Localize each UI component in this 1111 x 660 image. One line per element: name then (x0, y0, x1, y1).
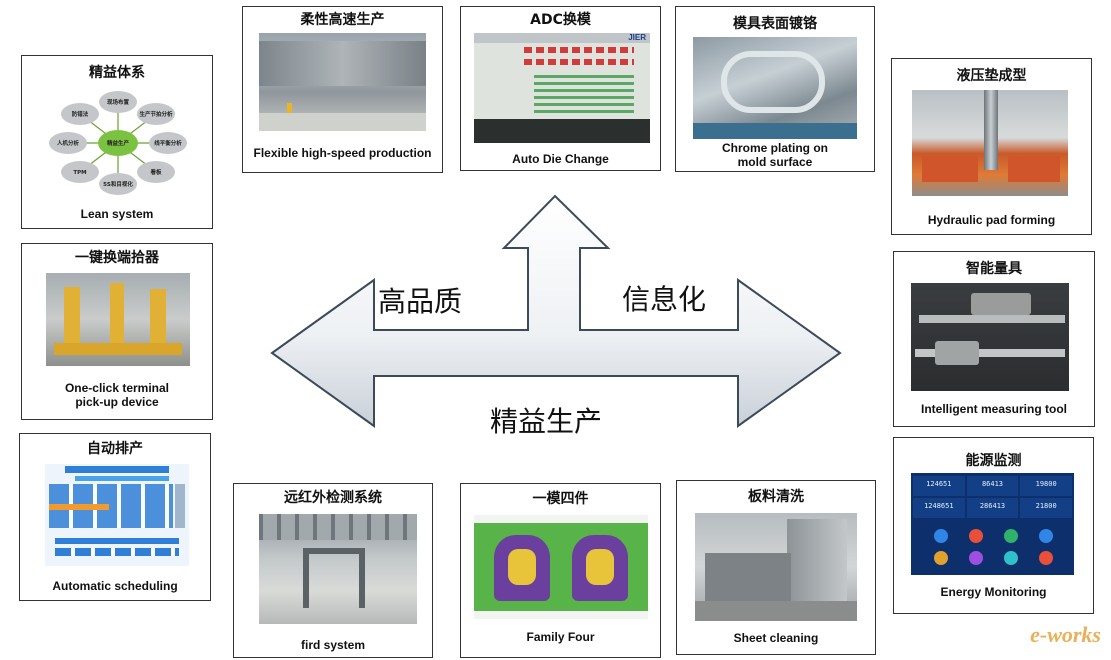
card-title-zh: 柔性高速生产 (300, 12, 385, 28)
card-title-en: Automatic scheduling (52, 579, 178, 593)
card-title-en: Auto Die Change (512, 152, 609, 166)
inspection-photo (259, 514, 417, 624)
card-title-zh: 远红外检测系统 (284, 490, 382, 506)
lean-diagram: 精益生产 现场布置 生产节拍分析 线平衡分析 看板 5S和目视化 TPM 人机分… (49, 91, 187, 195)
card-automatic-scheduling: 自动排产 Automatic scheduling (19, 433, 211, 601)
dashboard-icon (933, 529, 948, 543)
energy-readout: 19800 (1020, 476, 1072, 496)
screen-brand: JIER (628, 33, 646, 42)
dashboard-icon (1003, 551, 1018, 565)
dashboard-icon (1003, 529, 1018, 543)
card-title-zh: 板料清洗 (748, 489, 804, 505)
card-title-en: Lean system (80, 207, 154, 221)
energy-readout: 21800 (1020, 498, 1072, 518)
label-informatization: 信息化 (622, 283, 707, 316)
card-title-zh: ADC换模 (530, 12, 591, 28)
card-title-en: fird system (300, 638, 366, 652)
lean-node: 生产节拍分析 (139, 110, 173, 118)
dashboard-icon (968, 551, 983, 565)
energy-dashboard: 124651 86413 19800 1248651 286413 21800 (911, 473, 1074, 575)
card-title-en: Hydraulic pad forming (927, 213, 1056, 227)
card-lean-system: 精益体系 精益生产 现场布置 生产节拍分析 线平衡分析 看板 5S和目视化 TP… (21, 55, 213, 229)
lean-node: 防错法 (72, 110, 89, 118)
cleaning-machine-photo (695, 513, 857, 621)
card-sheet-cleaning: 板料清洗 Sheet cleaning (676, 480, 876, 655)
energy-readout: 86413 (966, 476, 1019, 496)
dashboard-icon (1038, 529, 1053, 543)
lean-node: 现场布置 (107, 98, 130, 106)
card-title-zh: 智能量具 (966, 261, 1022, 277)
dashboard-icon (968, 529, 983, 543)
card-fird-system: 远红外检测系统 fird system (233, 483, 433, 658)
dashboard-icon (933, 551, 948, 565)
card-title-zh: 一模四件 (532, 491, 589, 507)
factory-press-photo (259, 33, 426, 131)
card-energy-monitoring: 能源监测 124651 86413 19800 1248651 286413 2… (893, 437, 1094, 614)
hydraulic-photo (912, 90, 1068, 196)
card-family-four: 一模四件 Family Four (460, 483, 661, 658)
label-lean-production: 精益生产 (490, 405, 603, 438)
card-title-zh: 一键换端拾器 (75, 250, 159, 266)
card-title-zh: 能源监测 (965, 453, 1022, 469)
arrow-shape (270, 194, 842, 428)
card-title-en-line2: pick-up device (75, 395, 159, 409)
card-title-en: Flexible high-speed production (253, 146, 432, 160)
lean-node: 人机分析 (57, 139, 80, 147)
card-measuring-tool: 智能量具 Intelligent measuring tool (893, 251, 1095, 427)
lean-center-node: 精益生产 (107, 139, 130, 147)
card-flexible-production: 柔性高速生产 Flexible high-speed production (242, 6, 443, 173)
lean-node: TPM (73, 170, 86, 176)
lean-node: 5S和目视化 (103, 180, 133, 188)
card-title-en-line2: mold surface (737, 155, 813, 169)
adc-screen-photo: JIER (474, 33, 650, 143)
card-title-zh: 模具表面镀铬 (733, 16, 817, 32)
card-title-en: Sheet cleaning (733, 631, 819, 645)
card-auto-die-change: ADC换模 JIER Auto Die Change (460, 6, 661, 171)
card-title-en: Family Four (526, 630, 595, 644)
card-title-zh: 液压垫成型 (956, 68, 1027, 84)
lean-node: 看板 (150, 168, 162, 176)
card-title-en: Energy Monitoring (940, 585, 1047, 599)
card-hydraulic-pad: 液压垫成型 Hydraulic pad forming (891, 58, 1092, 235)
dashboard-icon (1038, 551, 1053, 565)
die-model-image (474, 515, 648, 619)
card-one-click-terminal: 一键换端拾器 One-click terminal pick-up device (21, 243, 213, 420)
lean-node: 线平衡分析 (154, 139, 182, 147)
energy-readout: 124651 (913, 476, 965, 496)
eworks-watermark-logo: e-works (1030, 622, 1101, 647)
pickup-device-photo (46, 273, 190, 366)
card-title-en: Intelligent measuring tool (920, 402, 1067, 416)
card-title-en: Chrome plating on (722, 141, 828, 155)
card-title-zh: 自动排产 (87, 441, 143, 457)
energy-readout: 1248651 (913, 498, 965, 518)
card-title-en: One-click terminal (64, 381, 170, 395)
energy-readout: 286413 (966, 498, 1019, 518)
card-chrome-plating: 模具表面镀铬 Chrome plating on mold surface (675, 6, 875, 172)
mold-photo (693, 37, 857, 139)
scheduling-diagram (45, 464, 189, 566)
card-title-zh: 精益体系 (89, 65, 145, 81)
label-high-quality: 高品质 (378, 285, 463, 318)
caliper-photo (911, 283, 1069, 391)
